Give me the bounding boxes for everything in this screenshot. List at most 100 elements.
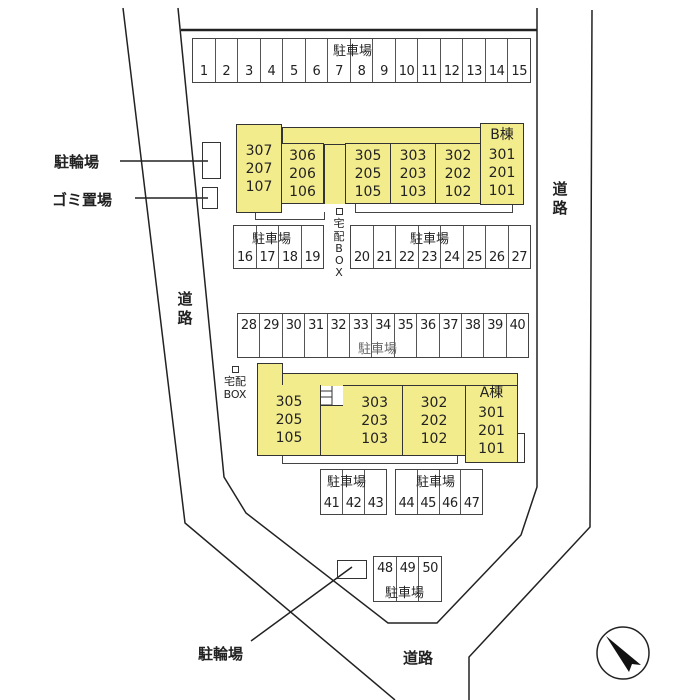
garbage-label: ゴミ置場 [52,191,113,209]
parking-space: 43 [367,496,384,511]
parking-label: 駐車場 [416,475,456,490]
parking-space: 44 [396,470,418,514]
parking-space: 10 [396,39,419,82]
building-a-notch [257,363,283,387]
delivery-box-icon [336,208,343,215]
parking-space: 18 [279,226,302,268]
delivery-box-label: 宅配BOX [223,375,247,401]
parking-space: 50 [422,561,438,576]
building-b-name: B棟 [490,127,514,143]
room-number: 306 [289,147,316,164]
bike-parking-area-bottom [337,560,367,579]
building-a-corridor [282,373,518,386]
parking-space: 30 [283,314,306,357]
room-number: 203 [361,412,388,429]
delivery-box-label-part: BOX [335,242,344,279]
parking-space: 33 [350,314,373,357]
room-number: 302 [420,394,448,411]
bike-leader-line-bottom [250,566,353,642]
lot-boundary [177,7,538,624]
building-a-name: A棟 [479,385,504,401]
room-number: 202 [444,165,472,182]
room-number: 203 [399,165,427,182]
parking-space: 23 [419,226,441,268]
room-number: 303 [399,147,427,164]
parking-space: 13 [463,39,486,82]
parking-space: 28 [238,314,261,357]
parking-space: 4 [261,39,284,82]
room-number: 303 [361,394,388,411]
parking-space: 2 [216,39,239,82]
room-number: 302 [444,147,472,164]
parking-label: 駐車場 [385,586,425,601]
room-number: 301 [478,405,505,421]
room-number: 305 [354,147,382,164]
parking-space: 48 [374,557,397,601]
road-right-outer-edge [468,9,593,700]
parking-space: 46 [440,470,462,514]
parking-space: 15 [511,64,527,79]
parking-space: 49 [397,557,420,601]
balcony [282,455,458,464]
unit-block-a-301: A棟 301 201 101 [465,385,518,463]
parking-space: 31 [305,314,328,357]
road-label-right: 道路 [552,180,568,217]
room-number: 101 [488,183,516,199]
room-number: 107 [245,178,273,195]
parking-space: 38 [462,314,485,357]
room-number: 103 [361,430,388,447]
parking-space: 16 [234,226,257,268]
parking-space: 29 [260,314,283,357]
room-number: 301 [488,147,516,163]
parking-space: 36 [417,314,440,357]
parking-label: 駐車場 [252,232,292,247]
parking-space: 20 [351,226,374,268]
parking-space: 34 [372,314,395,357]
room-number: 105 [275,430,303,446]
balcony [255,212,325,220]
room-number: 105 [354,183,382,200]
parking-space: 32 [328,314,350,357]
room-number: 305 [275,394,303,410]
parking-space: 19 [304,250,321,265]
room-number: 102 [444,183,472,200]
unit-block-301: B棟 301 201 101 [480,123,524,205]
parking-space: 35 [395,314,418,357]
delivery-box-icon [232,366,239,373]
room-number: 307 [245,142,273,159]
parking-space: 3 [238,39,261,82]
room-number: 201 [488,165,516,181]
parking-space: 37 [440,314,462,357]
bike-parking-label-bottom: 駐輪場 [198,645,244,663]
parking-space: 42 [343,470,365,514]
parking-space: 11 [418,39,441,82]
parking-space: 41 [321,470,343,514]
bike-parking-area [202,142,221,179]
parking-label: 駐車場 [333,44,373,59]
parking-space: 12 [441,39,464,82]
parking-space: 14 [486,39,509,82]
bike-parking-label: 駐輪場 [54,153,100,171]
room-number: 201 [478,423,505,439]
parking-space: 17 [257,226,279,268]
room-number: 101 [478,441,505,457]
parking-space: 5 [283,39,306,82]
road-label-left: 道路 [177,290,193,327]
road-left-outer-edge [122,7,396,700]
building-a-stair-lower [320,405,344,456]
building-a-side-box [517,433,525,463]
parking-space: 22 [396,226,419,268]
parking-label: 駐車場 [410,232,450,247]
room-number: 103 [399,183,427,200]
